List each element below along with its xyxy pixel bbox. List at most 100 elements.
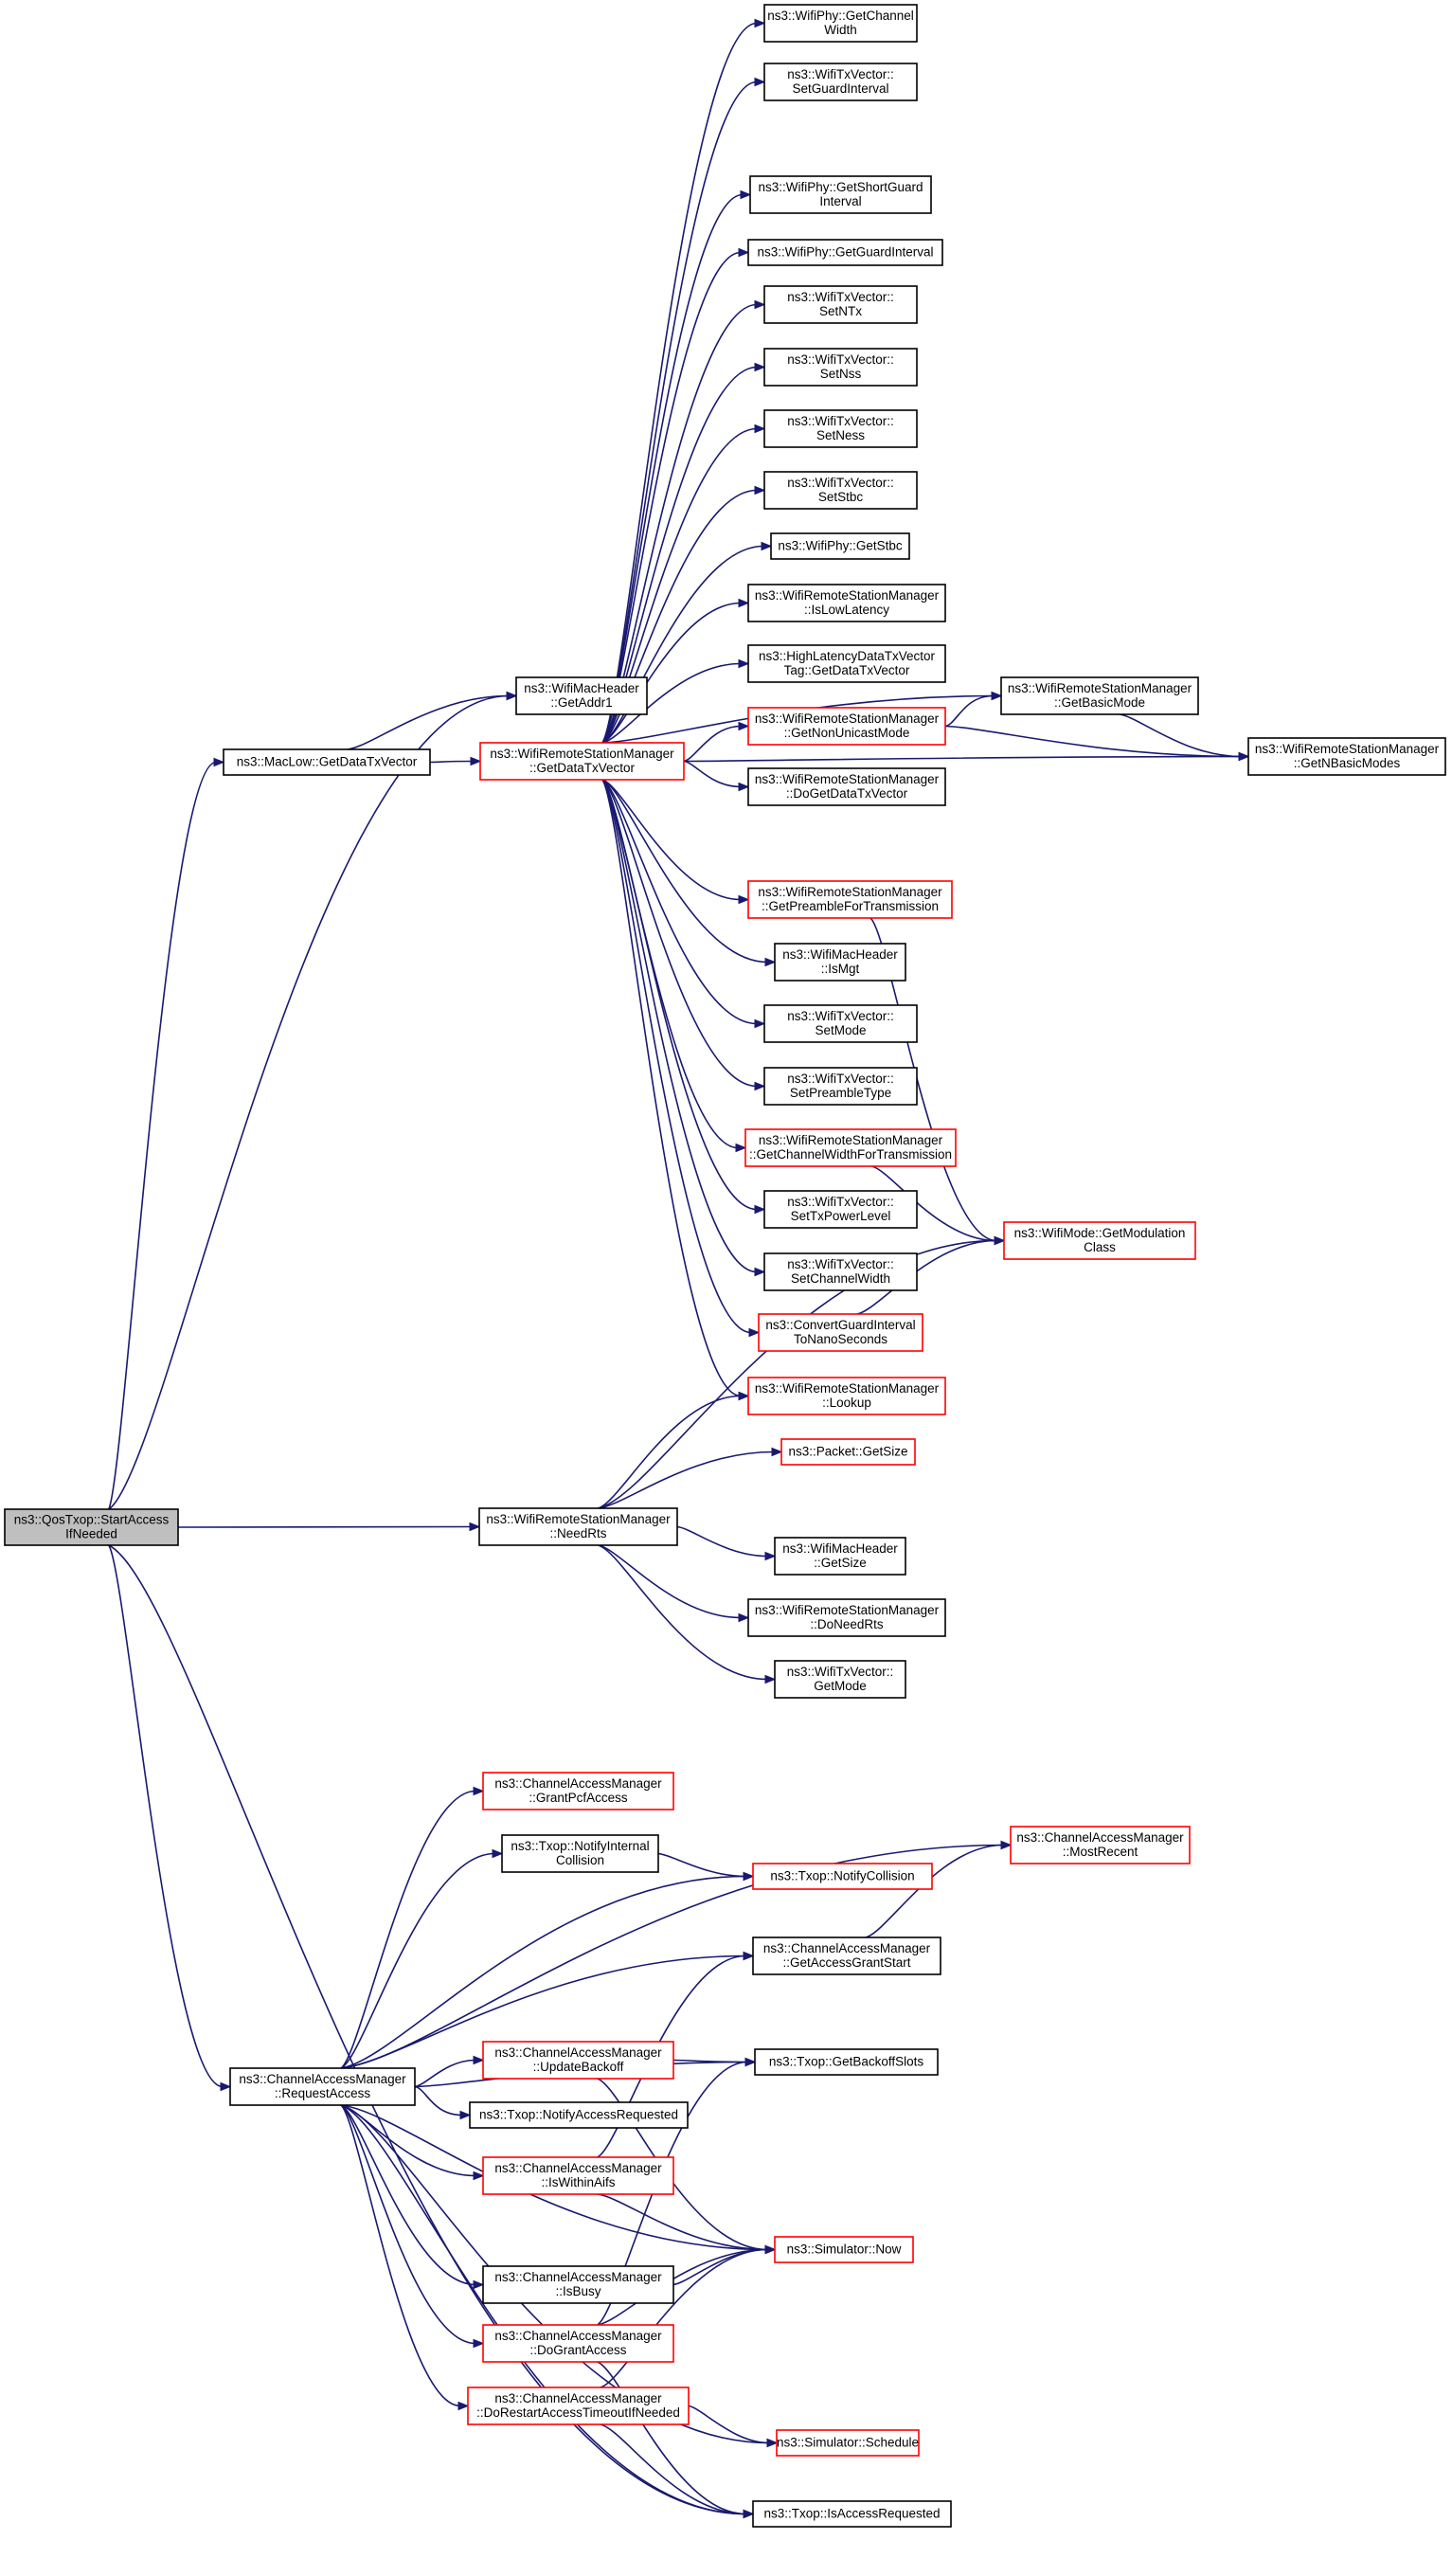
edge-line [683, 755, 1242, 763]
arrowhead-icon [492, 1848, 504, 1859]
node-doneedrts[interactable]: ns3::WifiRemoteStationManager::DoNeedRts [747, 1598, 946, 1637]
arrowhead-icon [754, 1267, 766, 1277]
arrowhead-icon [771, 1447, 783, 1457]
node-setpreamble[interactable]: ns3::WifiTxVector::SetPreambleType [763, 1067, 918, 1106]
node-dorestart[interactable]: ns3::ChannelAccessManager::DoRestartAcce… [467, 2387, 690, 2425]
node-grantpcf[interactable]: ns3::ChannelAccessManager::GrantPcfAcces… [482, 1772, 674, 1810]
node-box [774, 2236, 914, 2263]
node-pktsize[interactable]: ns3::Packet::GetSize [780, 1438, 916, 1466]
node-getnonuni[interactable]: ns3::WifiRemoteStationManager::GetNonUni… [747, 707, 946, 746]
node-setgi[interactable]: ns3::WifiTxVector::SetGuardInterval [763, 63, 918, 101]
node-schedule[interactable]: ns3::Simulator::Schedule [776, 2429, 920, 2457]
node-setntx[interactable]: ns3::WifiTxVector::SetNTx [763, 285, 918, 324]
node-islowlat[interactable]: ns3::WifiRemoteStationManager::IsLowLate… [747, 584, 946, 622]
node-notifycol[interactable]: ns3::Txop::NotifyCollision [752, 1863, 933, 1890]
node-setness[interactable]: ns3::WifiTxVector::SetNess [763, 409, 918, 448]
edge-line [601, 779, 758, 1211]
node-mostrecent[interactable]: ns3::ChannelAccessManager::MostRecent [1010, 1826, 1191, 1864]
node-label-line: ::IsLowLatency [804, 603, 889, 617]
node-updbackoff[interactable]: ns3::ChannelAccessManager::UpdateBackoff [482, 2041, 674, 2080]
node-setmode[interactable]: ns3::WifiTxVector::SetMode [763, 1004, 918, 1043]
node-getpreamble[interactable]: ns3::WifiRemoteStationManager::GetPreamb… [747, 880, 953, 919]
node-getstbc[interactable]: ns3::WifiPhy::GetStbc [770, 532, 910, 560]
node-label-line: ns3::WifiMacHeader [782, 1541, 898, 1556]
node-box [747, 880, 953, 919]
node-lookup[interactable]: ns3::WifiRemoteStationManager::Lookup [747, 1377, 946, 1415]
node-rsmgdtv[interactable]: ns3::WifiRemoteStationManager::GetDataTx… [479, 742, 685, 781]
node-dogrant[interactable]: ns3::ChannelAccessManager::DoGrantAccess [482, 2324, 674, 2363]
node-isbusy[interactable]: ns3::ChannelAccessManager::IsBusy [482, 2265, 674, 2304]
edge-line [340, 2104, 476, 2286]
node-getmode[interactable]: ns3::WifiTxVector::GetMode [774, 1660, 906, 1699]
arrowhead-icon [473, 2338, 485, 2349]
node-settxpower[interactable]: ns3::WifiTxVector::SetTxPowerLevel [763, 1190, 918, 1229]
edge-line [601, 779, 758, 1025]
edge-line [600, 2248, 768, 2388]
node-label-line: ::GrantPcfAccess [529, 1791, 628, 1805]
node-now[interactable]: ns3::Simulator::Now [774, 2236, 914, 2263]
arrowhead-icon [738, 782, 750, 792]
node-label-line: Width [824, 23, 857, 37]
node-isreq[interactable]: ns3::Txop::IsAccessRequested [752, 2500, 952, 2528]
node-iswithin[interactable]: ns3::ChannelAccessManager::IsWithinAifs [482, 2156, 674, 2195]
node-ismgt[interactable]: ns3::WifiMacHeader::IsMgt [774, 943, 906, 982]
edge-needrts-to-hdrsize [676, 1525, 777, 1561]
node-getagstart[interactable]: ns3::ChannelAccessManager::GetAccessGran… [752, 1937, 941, 1975]
node-getaddr1[interactable]: ns3::WifiMacHeader::GetAddr1 [515, 676, 648, 715]
node-hldtv[interactable]: ns3::HighLatencyDataTxVectorTag::GetData… [747, 644, 946, 683]
edge-line [340, 2104, 746, 2515]
node-needrts[interactable]: ns3::WifiRemoteStationManager::NeedRts [478, 1507, 678, 1546]
edge-rsmgdtv-to-setmode [601, 779, 766, 1029]
node-setstbc[interactable]: ns3::WifiTxVector::SetStbc [763, 471, 918, 510]
node-hdrsize[interactable]: ns3::WifiMacHeader::GetSize [774, 1537, 906, 1576]
node-box [763, 285, 918, 324]
node-notifyreq[interactable]: ns3::Txop::NotifyAccessRequested [469, 2101, 689, 2129]
node-getbasic[interactable]: ns3::WifiRemoteStationManager::GetBasicM… [1000, 676, 1199, 715]
edge-needrts-to-getmodclass [598, 1235, 1006, 1509]
node-box [763, 1067, 918, 1106]
node-getchwtx[interactable]: ns3::WifiRemoteStationManager::GetChanne… [744, 1128, 957, 1167]
edge-line [672, 2248, 768, 2286]
node-reqaccess[interactable]: ns3::ChannelAccessManager::RequestAccess [229, 2067, 416, 2106]
node-dogetdtv[interactable]: ns3::WifiRemoteStationManager::DoGetData… [747, 767, 946, 806]
edge-line [340, 1790, 476, 2069]
node-label-line: ns3::WifiPhy::GetStbc [778, 539, 903, 553]
node-label-line: ns3::ChannelAccessManager [494, 2391, 662, 2405]
arrowhead-icon [506, 691, 518, 701]
node-label-line: ns3::ChannelAccessManager [494, 2329, 662, 2343]
node-label-line: Collision [556, 1853, 604, 1867]
node-maclow[interactable]: ns3::MacLow::GetDataTxVector [223, 748, 431, 776]
node-getnbasic[interactable]: ns3::WifiRemoteStationManager::GetNBasic… [1247, 737, 1446, 776]
node-setnss[interactable]: ns3::WifiTxVector::SetNss [763, 348, 918, 387]
arrowhead-icon [764, 957, 777, 967]
edge-reqaccess-to-notifycol [340, 1871, 755, 2069]
node-getchw[interactable]: ns3::WifiPhy::GetChannelWidth [763, 4, 918, 43]
node-getbackoff[interactable]: ns3::Txop::GetBackoffSlots [754, 2048, 939, 2076]
edge-reqaccess-to-notifyreq [414, 2085, 472, 2120]
edge-root-to-reqaccess [108, 1544, 232, 2092]
arrowhead-icon [735, 1143, 747, 1153]
node-box [1000, 676, 1199, 715]
node-box [482, 2041, 674, 2080]
node-label-line: ::DoGrantAccess [529, 2343, 626, 2357]
arrowhead-icon [743, 1951, 755, 1961]
arrowhead-icon [994, 1235, 1006, 1246]
node-getgi[interactable]: ns3::WifiPhy::GetGuardInterval [747, 239, 943, 266]
edge-line [108, 1544, 746, 2515]
node-label-line: ns3::WifiPhy::GetGuardInterval [757, 245, 933, 260]
node-label-line: SetStbc [818, 490, 864, 504]
edge-line [944, 694, 995, 728]
node-box [763, 4, 918, 43]
node-setchw[interactable]: ns3::WifiTxVector::SetChannelWidth [763, 1252, 918, 1291]
nodes-layer: ns3::QosTxop::StartAccessIfNeededns3::Wi… [4, 4, 1446, 2528]
node-box [747, 1377, 946, 1415]
node-box [780, 1438, 916, 1466]
edge-needrts-to-getmode [598, 1544, 777, 1684]
edge-line [869, 917, 997, 1242]
node-label-line: SetNTx [819, 304, 862, 318]
node-label-line: SetMode [815, 1023, 866, 1037]
